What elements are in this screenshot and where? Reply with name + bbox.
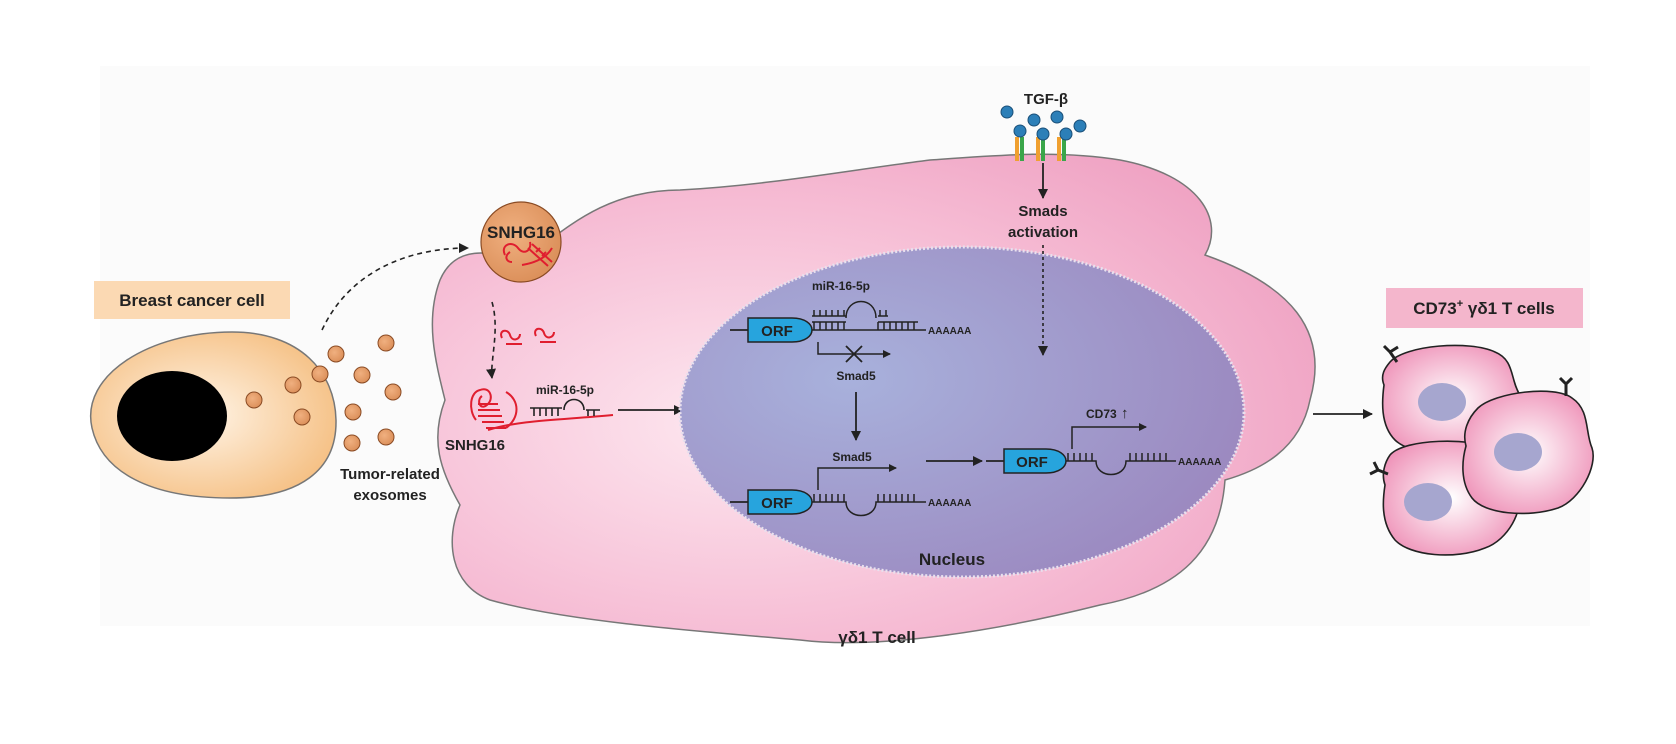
output-cells-label-suffix: γδ1 T cells xyxy=(1463,299,1555,318)
ligand-dot xyxy=(1036,127,1050,141)
receptor-bar xyxy=(1057,137,1061,161)
mrna-top-icon xyxy=(812,300,926,331)
orf-bottom-label: ORF xyxy=(761,495,793,512)
receptor-bar xyxy=(1020,137,1024,161)
exosome-dot xyxy=(327,345,345,363)
snhg16-lncrna-icon xyxy=(470,388,614,431)
cd73-receptor-icon xyxy=(1382,344,1399,363)
tgf-beta-ligands xyxy=(1000,105,1087,141)
cd73-receptor-icon xyxy=(1369,461,1389,476)
exosome-dot xyxy=(311,365,329,383)
receptor-bar xyxy=(1041,137,1045,161)
tgf-beta-label: TGF-β xyxy=(1024,91,1068,108)
nucleus-label: Nucleus xyxy=(919,550,985,569)
polya-cd73-label: AAAAAA xyxy=(1178,457,1221,468)
cd73-t-cell-cluster xyxy=(1369,344,1594,556)
active-translation-arrow xyxy=(817,464,897,490)
smads-label-line1: Smads xyxy=(1018,203,1067,220)
exosome-dot xyxy=(293,408,311,426)
cancer-cell-nucleus xyxy=(117,371,227,461)
breast-cancer-cell-label-box xyxy=(94,281,290,319)
exosome-dot xyxy=(377,428,395,446)
output-cells-label-prefix: CD73 xyxy=(1413,299,1456,318)
output-cell-nucleus xyxy=(1418,383,1466,421)
dashed-arrow-to-tcell xyxy=(321,243,469,331)
mrna-bottom-icon xyxy=(812,494,926,517)
smads-label-line2: activation xyxy=(1008,224,1078,241)
exosome-dot xyxy=(344,403,362,421)
mirna-binding-icon xyxy=(530,398,600,416)
exosome-dot xyxy=(343,434,361,452)
polya-bottom-label: AAAAAA xyxy=(928,498,971,509)
output-cell-nucleus xyxy=(1494,433,1542,471)
smad5-active-label: Smad5 xyxy=(832,450,872,464)
cd73-upregulation-arrow xyxy=(1071,423,1147,449)
gd-t-cell-label: γδ1 T cell xyxy=(838,628,915,647)
cd73-label: CD73 xyxy=(1086,407,1117,421)
nucleus xyxy=(678,245,1246,579)
cd73-receptor-icon xyxy=(1558,376,1574,396)
rna-helix-icon xyxy=(502,241,553,267)
output-cells-label-sup: + xyxy=(1457,298,1463,310)
snhg16-exosome xyxy=(480,201,562,283)
ligand-dot xyxy=(1073,119,1087,133)
tumor-exosomes-label-line2: exosomes xyxy=(353,487,426,504)
receptor-bar xyxy=(1036,137,1040,161)
block-x-icon xyxy=(845,345,863,363)
exosome-dot xyxy=(284,376,302,394)
smad5-blocked-label: Smad5 xyxy=(836,369,876,383)
output-cell-nucleus xyxy=(1404,483,1452,521)
exosome-dot xyxy=(377,334,395,352)
output-cells-label: CD73+ γδ1 T cells xyxy=(1413,298,1555,318)
polya-top-label: AAAAAA xyxy=(928,326,971,337)
ligand-dot xyxy=(1013,124,1027,138)
receptor-bar xyxy=(1015,137,1019,161)
exosome-dot xyxy=(245,391,263,409)
orf-top-label: ORF xyxy=(761,323,793,340)
receptor-bar xyxy=(1062,137,1066,161)
tgf-beta-receptors xyxy=(1015,137,1066,161)
mir-nucleus-label: miR-16-5p xyxy=(812,279,870,293)
snhg16-exosome-label: SNHG16 xyxy=(487,223,555,242)
exosome-dot xyxy=(384,383,402,401)
exosomes-group xyxy=(245,334,402,452)
output-cells-label-box xyxy=(1386,288,1583,328)
ligand-dot xyxy=(1000,105,1014,119)
breast-cancer-cell-label: Breast cancer cell xyxy=(119,291,265,310)
cd73-up-icon: ↑ xyxy=(1121,405,1129,422)
orf-right-label: ORF xyxy=(1016,454,1048,471)
ligand-dot xyxy=(1059,127,1073,141)
blocked-translation-arrow xyxy=(817,342,891,358)
ligand-dot xyxy=(1050,110,1064,124)
mir-cytoplasm-label: miR-16-5p xyxy=(536,383,594,397)
tumor-exosomes-label-line1: Tumor-related xyxy=(340,466,440,483)
mrna-cd73-icon xyxy=(1066,453,1176,476)
ligand-dot xyxy=(1027,113,1041,127)
snhg16-cytoplasm-label: SNHG16 xyxy=(445,437,505,454)
exosome-dot xyxy=(353,366,371,384)
rna-fragment-icon xyxy=(500,327,556,345)
